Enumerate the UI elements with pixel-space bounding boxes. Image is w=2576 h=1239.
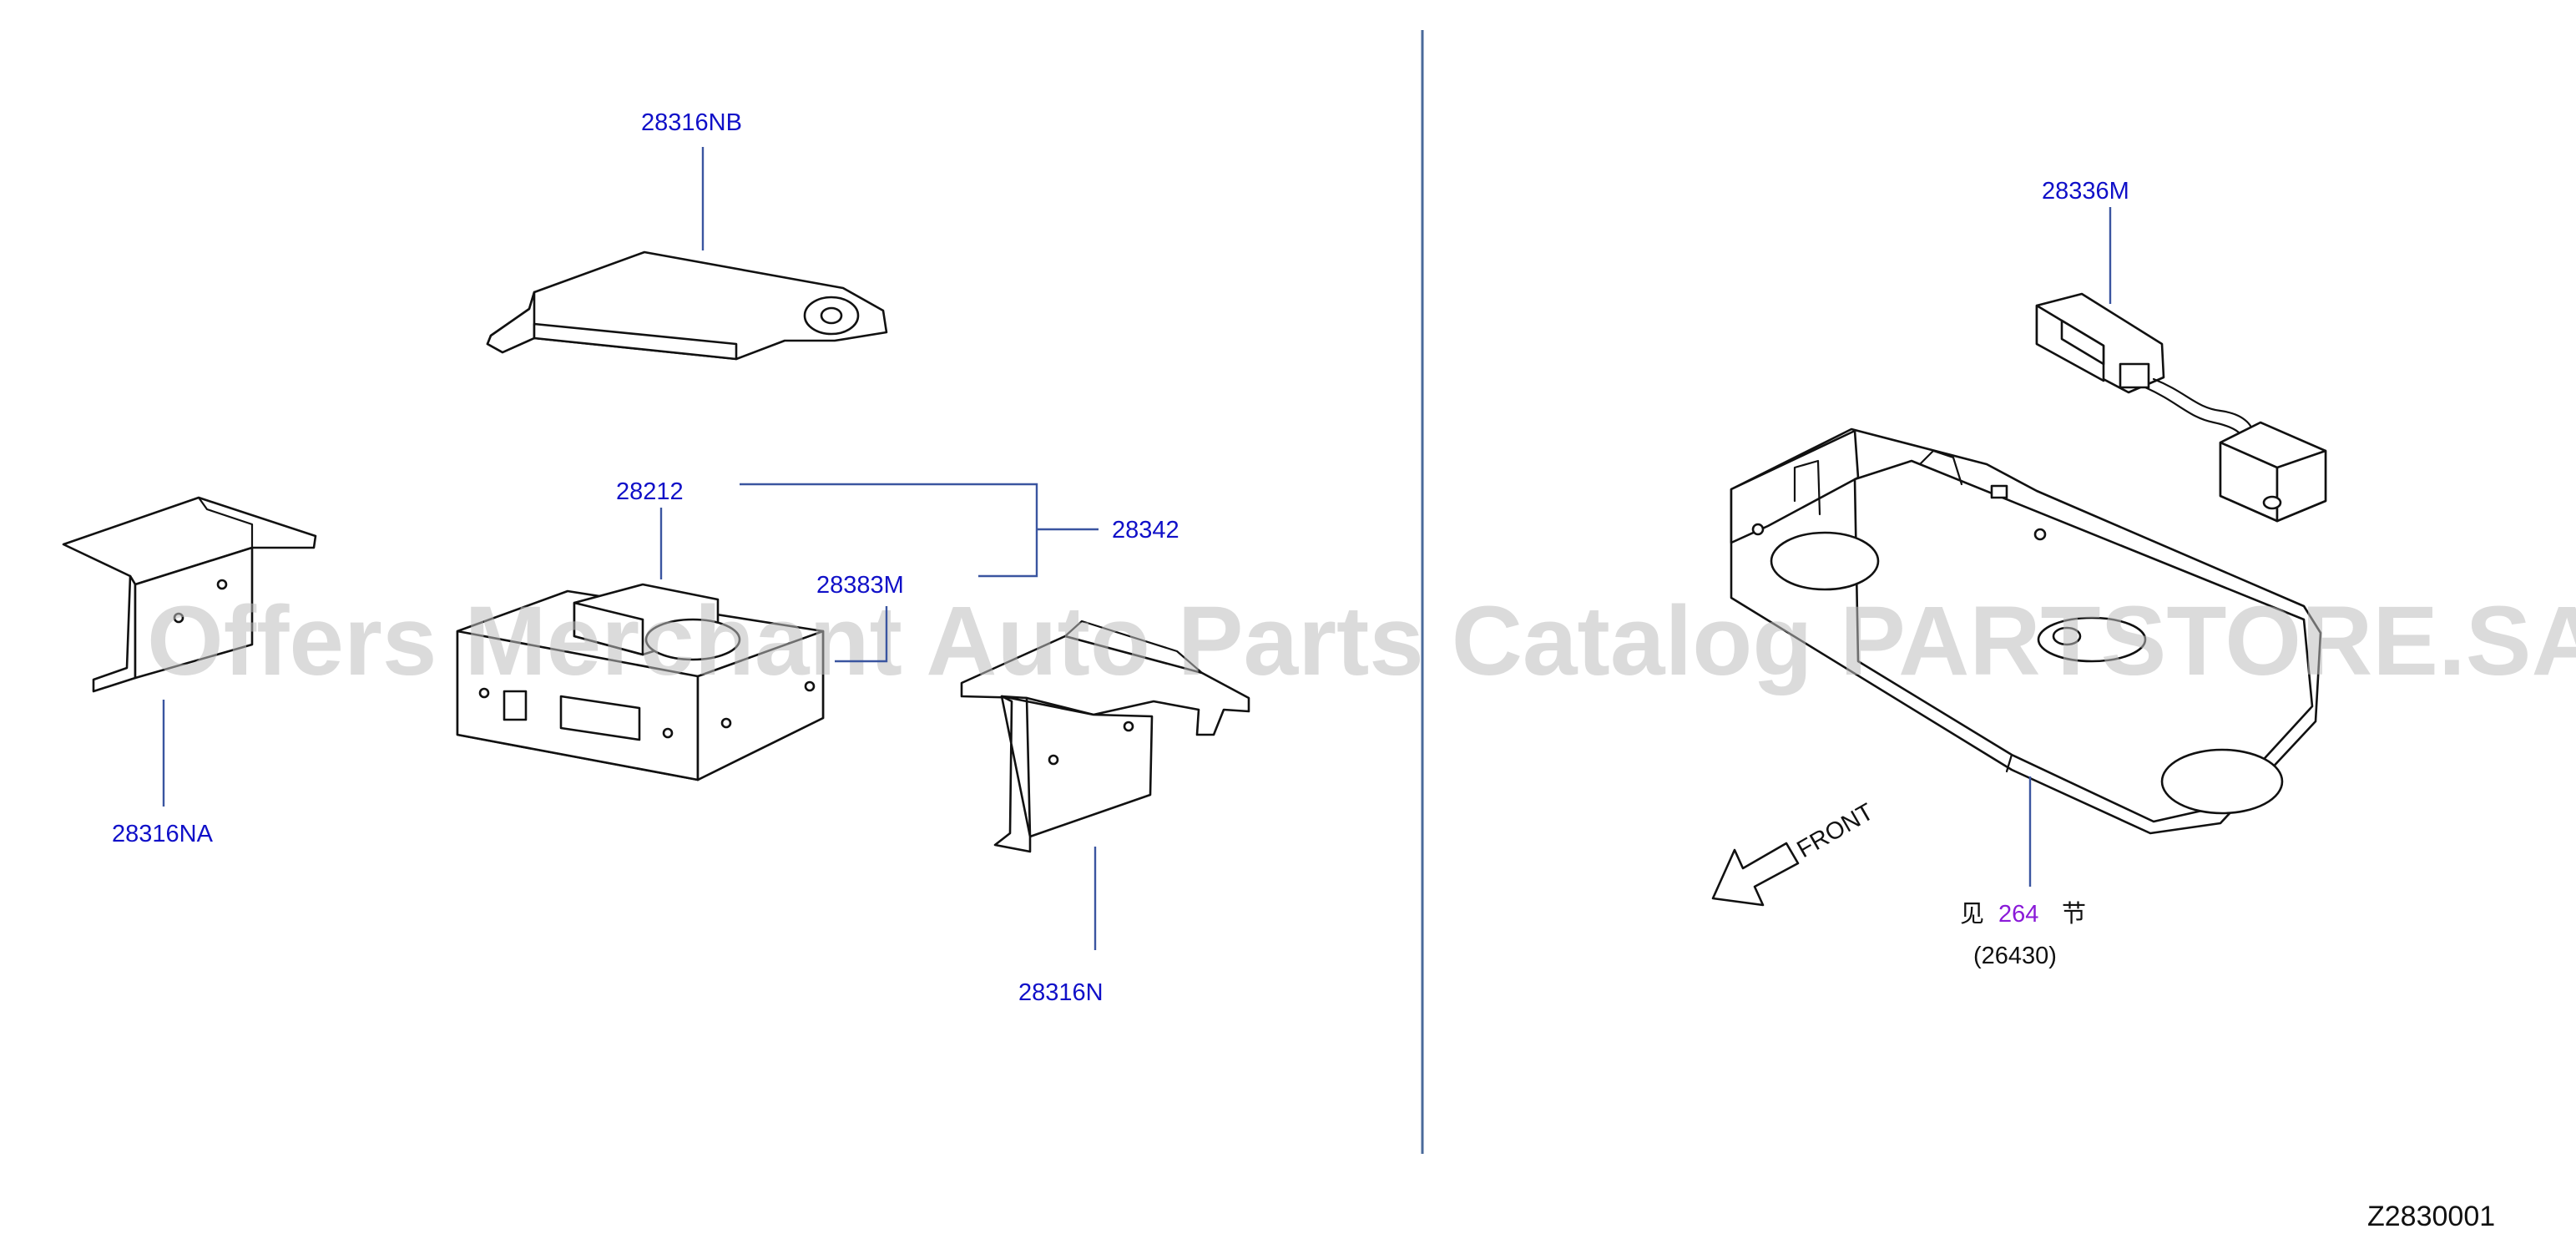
label-28212[interactable]: 28212 bbox=[616, 478, 684, 505]
ref-prefix: 见 bbox=[1960, 901, 1984, 928]
ref-code: (26430) bbox=[1973, 943, 2057, 969]
part-28316NB-bracket[interactable] bbox=[486, 250, 888, 361]
part-overhead-console[interactable] bbox=[1730, 427, 2322, 835]
front-arrow-icon bbox=[1711, 842, 1800, 907]
part-28316N-bracket[interactable] bbox=[960, 620, 1250, 853]
label-28336M[interactable]: 28336M bbox=[2042, 178, 2129, 205]
label-28316NB[interactable]: 28316NB bbox=[641, 109, 742, 136]
leader-28342 bbox=[740, 483, 1038, 578]
part-28336M-connector[interactable] bbox=[2035, 292, 2327, 523]
watermark-text: Offers Merchant Auto Parts Catalog PARTS… bbox=[147, 586, 2576, 696]
label-28342[interactable]: 28342 bbox=[1112, 517, 1179, 544]
front-label: FRONT bbox=[1793, 798, 1879, 863]
label-28316N[interactable]: 28316N bbox=[1018, 979, 1104, 1006]
diagram-code: Z2830001 bbox=[2367, 1201, 2495, 1232]
ref-page-link[interactable]: 264 bbox=[1998, 901, 2038, 928]
label-28383M[interactable]: 28383M bbox=[816, 572, 904, 599]
part-28212-unit[interactable] bbox=[456, 583, 825, 781]
label-28316NA[interactable]: 28316NA bbox=[112, 821, 214, 847]
ref-suffix: 节 bbox=[2062, 900, 2086, 928]
leader-28383M bbox=[835, 606, 888, 663]
part-28316NA-bracket[interactable] bbox=[62, 496, 317, 693]
